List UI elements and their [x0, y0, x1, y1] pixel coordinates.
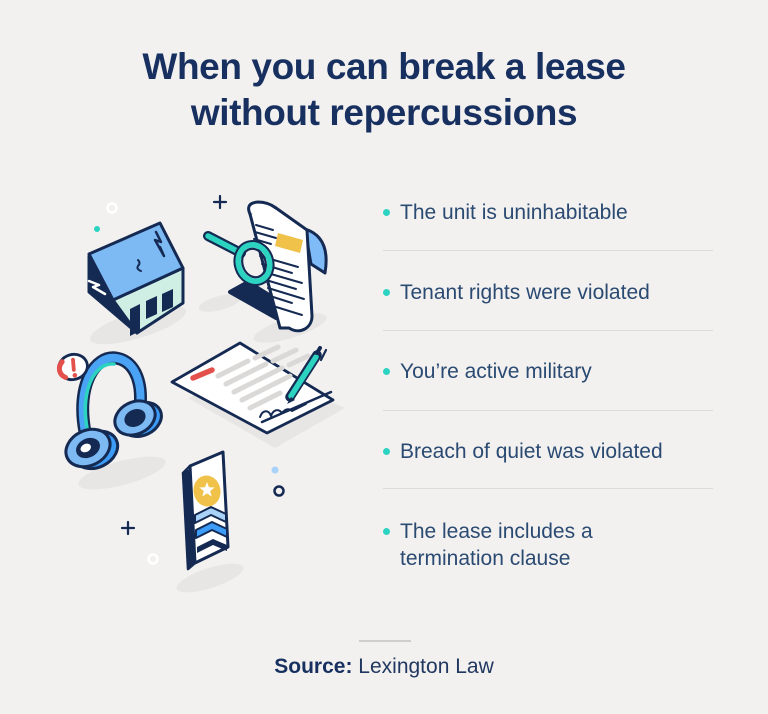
- contract-pen-icon: [170, 341, 335, 435]
- alert-badge-icon: [56, 352, 89, 382]
- source-line: Source: Lexington Law: [0, 655, 768, 679]
- list-divider: [383, 410, 713, 411]
- list-item-text: The lease includes a termination clause: [400, 520, 593, 570]
- source-label: Source:: [274, 655, 353, 678]
- list-item: The unit is uninhabitable: [383, 199, 713, 226]
- blue-dot-icon: [271, 466, 279, 474]
- white-ring-icon: [106, 202, 118, 214]
- bullet-dot-icon: [383, 289, 390, 296]
- lease-magnifier-icon: [203, 200, 328, 333]
- teal-dot-icon: [94, 226, 100, 232]
- list-item: You’re active military: [383, 358, 713, 385]
- list-divider: [383, 488, 713, 489]
- page-title-line1: When you can break a lease: [142, 46, 626, 87]
- navy-ring-icon: [273, 485, 285, 497]
- source-value: Lexington Law: [358, 655, 494, 678]
- plus-icon: [120, 520, 136, 536]
- broken-house-icon: [87, 221, 185, 336]
- bullet-dot-icon: [383, 368, 390, 375]
- lease-app-card-icon: [181, 450, 230, 571]
- plus-icon: [212, 194, 228, 210]
- lease-illustration: [56, 194, 345, 593]
- headphones-alert-icon: [56, 351, 163, 471]
- list-item-text: Breach of quiet was violated: [400, 440, 663, 463]
- page-title-line2: without repercussions: [190, 92, 578, 133]
- list-item: Breach of quiet was violated: [383, 438, 713, 465]
- bullet-dot-icon: [383, 448, 390, 455]
- list-item: Tenant rights were violated: [383, 279, 713, 306]
- list-divider: [383, 330, 713, 331]
- list-item-text: Tenant rights were violated: [400, 281, 650, 304]
- bullet-dot-icon: [383, 209, 390, 216]
- white-ring-icon: [147, 553, 159, 565]
- list-item-text: You’re active military: [400, 360, 592, 383]
- list-divider: [383, 250, 713, 251]
- bullet-dot-icon: [383, 528, 390, 535]
- page-title: When you can break a lease without reper…: [0, 44, 768, 136]
- list-item-text: The unit is uninhabitable: [400, 201, 628, 224]
- source-divider: [359, 640, 411, 642]
- decor-shapes: [94, 194, 285, 565]
- list-item: The lease includes a termination clause: [383, 518, 713, 572]
